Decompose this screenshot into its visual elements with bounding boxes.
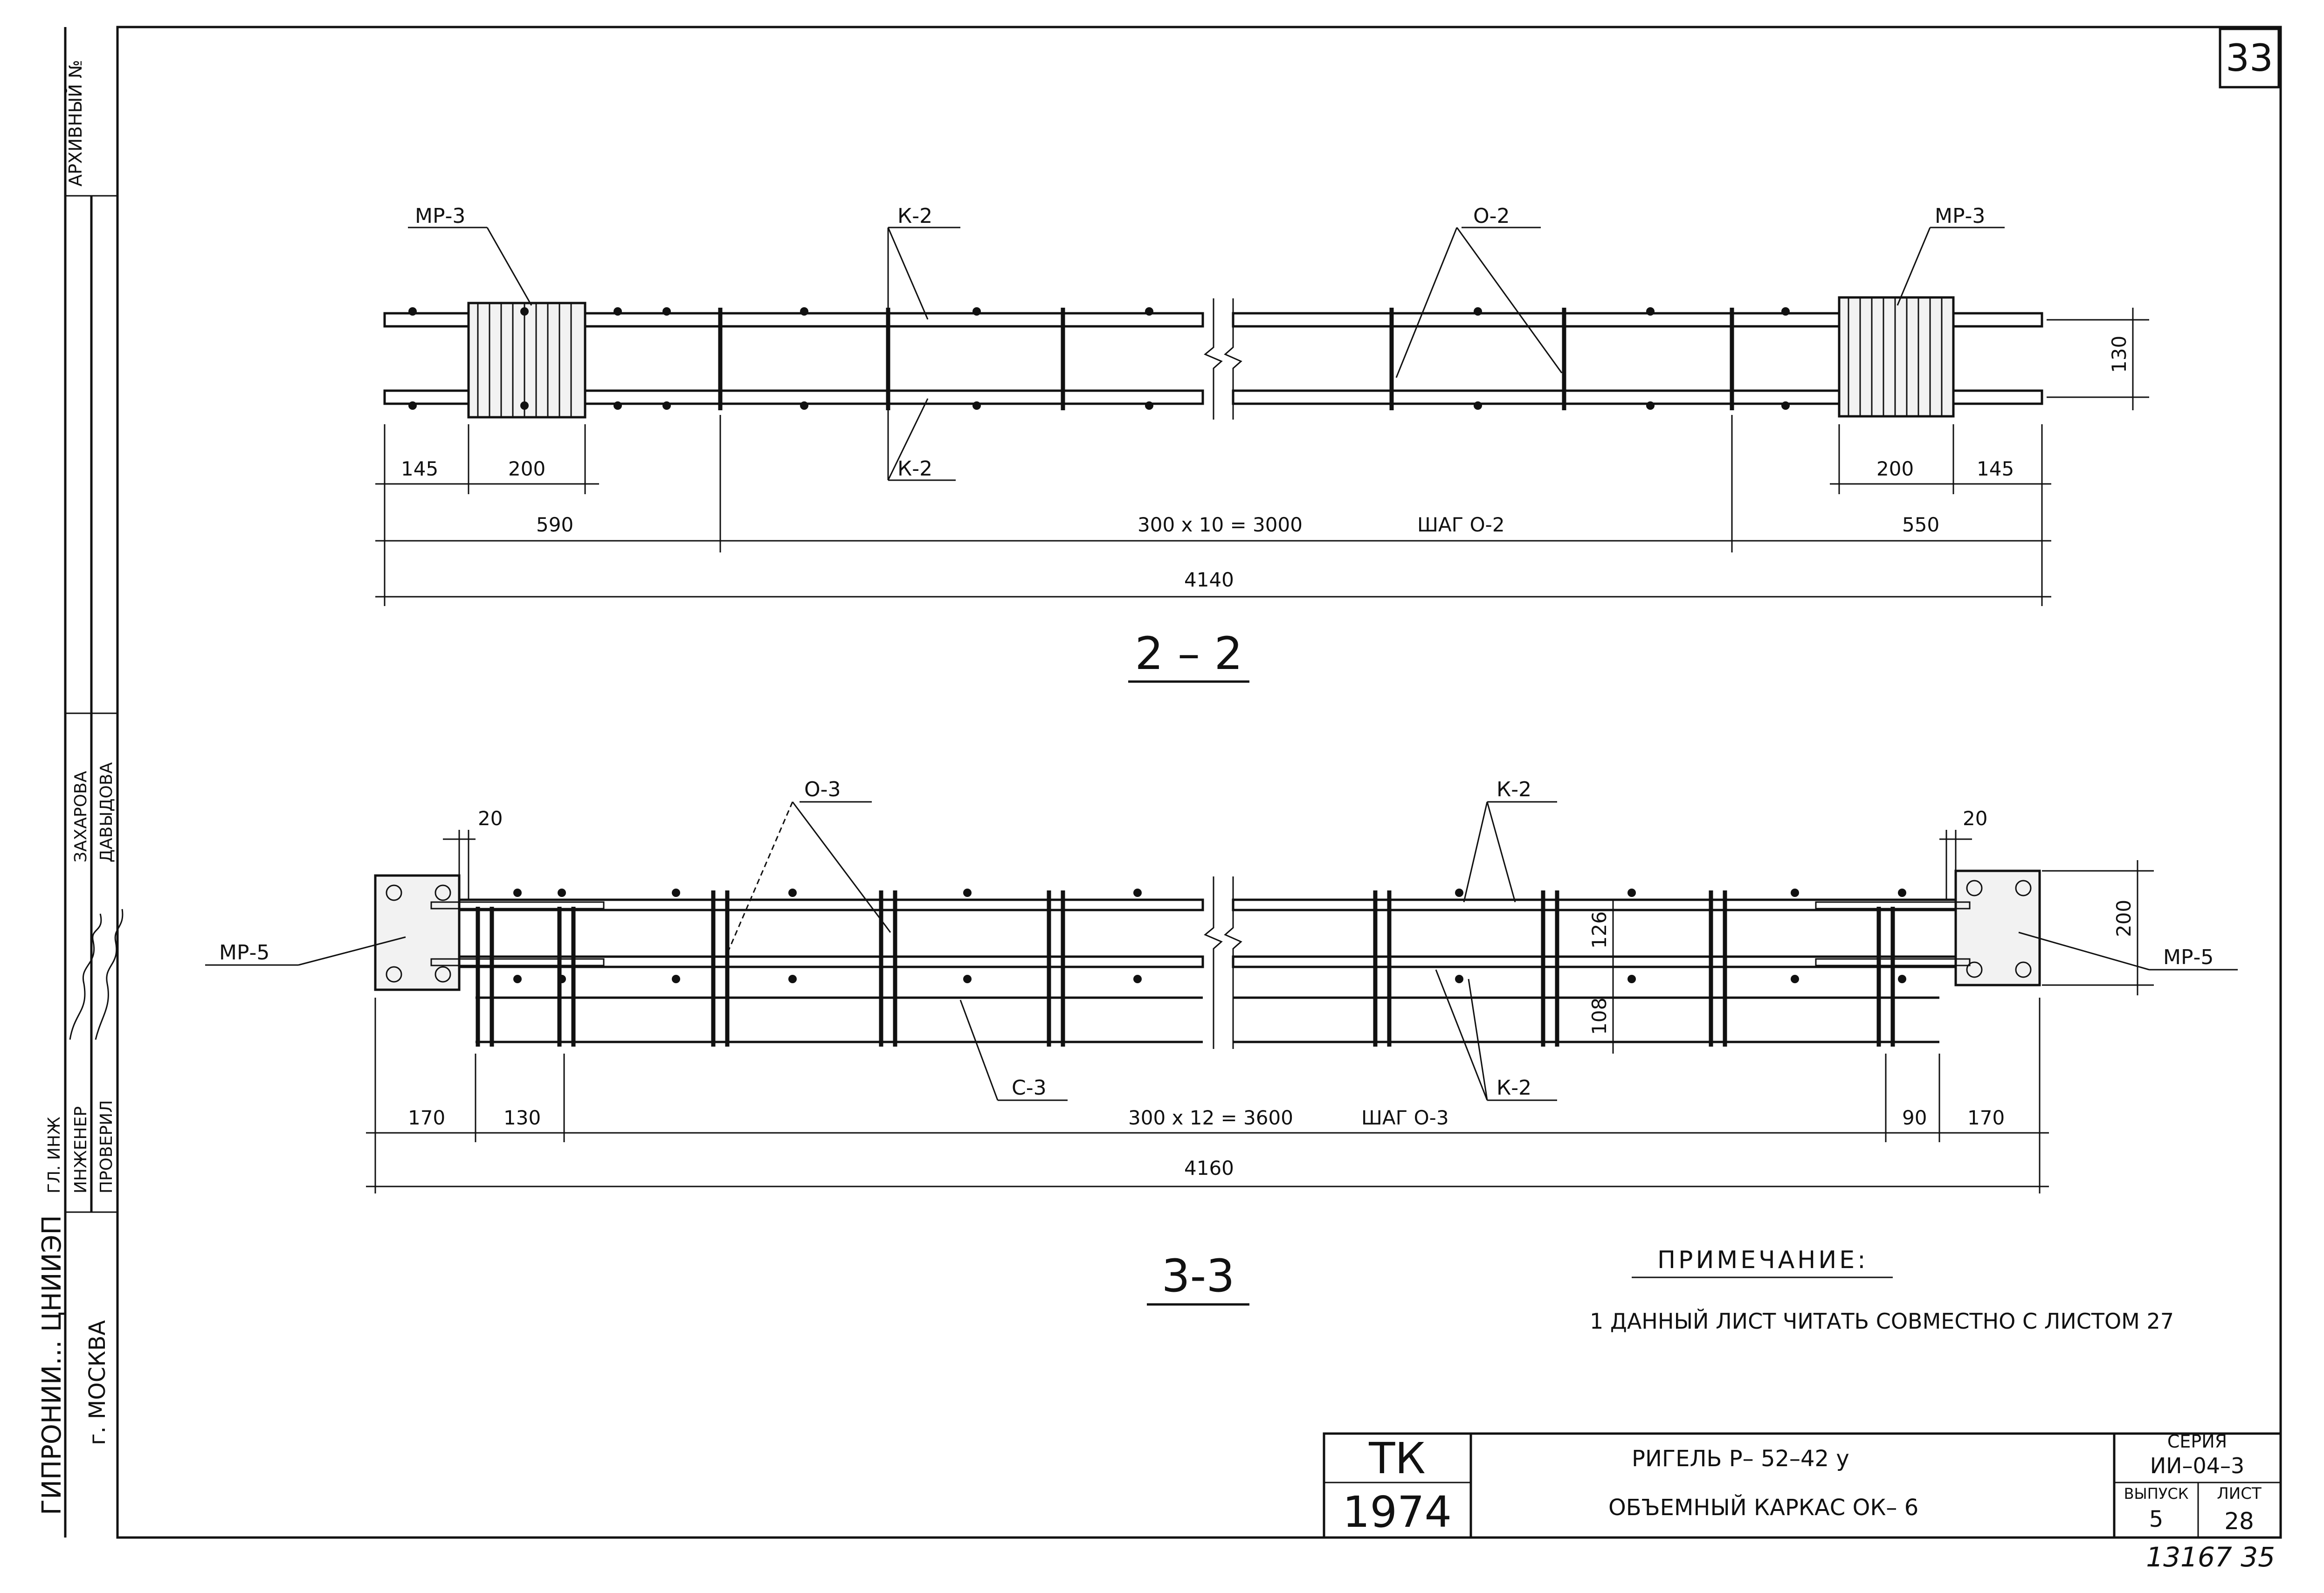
plate-mp3-left [467,302,586,419]
dim-90: 90 [1902,1106,1927,1129]
label-o3: О-3 [804,778,841,801]
label-mp5-right: МР-5 [2163,945,2214,969]
dim-126: 126 [1588,911,1611,949]
label-mp3-left: МР-3 [415,204,465,228]
name-checker: ДАВЫДОВА [97,762,116,862]
section-3-3: 20 20 О-3 К-2 МР-5 МР-5 С-3 К-2 126 108 [205,778,2238,1306]
dim-590: 590 [536,513,573,536]
label-k2-bottom: К-2 [897,457,932,481]
dim-20-right: 20 [1963,807,1987,830]
break-mark [1204,298,1223,420]
dim-4160: 4160 [1184,1157,1234,1179]
break-mark-4 [1224,876,1242,1049]
rebar-dots-3-3 [513,889,1906,983]
role-engineer: ИНЖЕНЕР [71,1106,90,1193]
dim-145-right: 145 [1977,457,2014,480]
dim-4140: 4140 [1184,568,1234,591]
dim-170-right: 170 [1967,1106,2005,1129]
break-mark-3 [1204,876,1223,1049]
dim-130-3-3: 130 [503,1106,541,1129]
dim-550: 550 [1902,513,1939,536]
tk-year: 1974 [1343,1487,1452,1537]
note: ПРИМЕЧАНИЕ: 1 ДАННЫЙ ЛИСТ ЧИТАТЬ СОВМЕСТ… [1590,1246,2174,1334]
list-value: 28 [2224,1508,2254,1535]
label-k2-bottom-3-3: К-2 [1496,1076,1531,1100]
document-number: 13167 35 [2146,1541,2275,1573]
label-mp3-right: МР-3 [1935,204,1985,228]
left-stamp-strip: АРХИВНЫЙ № ГИПРОНИИ... ЦНИИЭП г. МОСКВА … [37,27,124,1538]
section-title-3-3: 3-3 [1162,1250,1235,1302]
sheet-number: 33 [2226,36,2273,80]
signature-engineer [69,913,102,1040]
label-k2-top-3-3: К-2 [1496,778,1531,801]
title-block: ТК 1974 РИГЕЛЬ Р– 52–42 у ОБЪЕМНЫЙ КАРКА… [1323,1431,2282,1539]
section-title-2-2: 2 – 2 [1135,628,1242,680]
drawing-name-1: РИГЕЛЬ Р– 52–42 у [1632,1446,1849,1472]
label-c3: С-3 [1012,1076,1047,1100]
issue-value: 5 [2149,1506,2164,1532]
signature-checker [95,909,124,1040]
note-title: ПРИМЕЧАНИЕ: [1657,1246,1869,1274]
city-name: г. МОСКВА [84,1320,110,1445]
organization-name: ГИПРОНИИ... ЦНИИЭП [37,1215,67,1515]
role-chief-engineer: ГЛ. ИНЖ [45,1117,64,1193]
dim-200-right: 200 [1876,457,1914,480]
plate-mp5-right [1954,869,2041,986]
label-mp5-left: МР-5 [219,941,269,965]
section-2-2: МР-3 К-2 О-2 МР-3 К-2 130 145 200 200 [375,204,2149,683]
archive-number-label: АРХИВНЫЙ № [65,60,86,186]
label-k2-top: К-2 [897,204,932,228]
role-checked: ПРОВЕРИЛ [97,1100,116,1193]
dim-170-left: 170 [408,1106,445,1129]
bar-bottom-left [383,389,1204,405]
stirrups-3-3 [476,890,1895,1047]
series-value: ИИ–04–3 [2150,1453,2245,1478]
sheet-frame [116,26,2282,1539]
name-engineer: ЗАХАРОВА [71,771,90,862]
dim-20-left: 20 [478,807,503,830]
dim-130: 130 [2108,336,2131,373]
dim-145-left: 145 [401,457,438,480]
dim-step-2-2: ШАГ О-2 [1417,513,1505,536]
tk-code: ТК [1368,1434,1426,1483]
plate-mp3-right [1838,296,1955,418]
bar-top-left [383,312,1204,328]
note-line-1: 1 ДАННЫЙ ЛИСТ ЧИТАТЬ СОВМЕСТНО С ЛИСТОМ … [1590,1309,2174,1334]
break-mark-2 [1224,298,1242,420]
dim-108: 108 [1588,998,1611,1035]
series-label: СЕРИЯ [2167,1431,2227,1452]
dim-200-3-3: 200 [2112,900,2135,937]
drawing-name-2: ОБЪЕМНЫЙ КАРКАС ОК– 6 [1608,1494,1918,1521]
dim-pitch-2-2: 300 х 10 = 3000 [1138,513,1303,536]
sheet-number-box [2219,28,2280,89]
rebar-dots-2-2 [408,307,1790,410]
issue-label: ВЫПУСК [2124,1485,2189,1503]
label-o2: О-2 [1473,204,1510,228]
bar-mid-left [458,955,1204,968]
list-label: ЛИСТ [2217,1484,2262,1503]
dim-step-3-3: ШАГ О-3 [1361,1106,1449,1129]
plate-mp5-left [374,874,461,991]
dim-200-left: 200 [508,457,545,480]
bar-upper-left [458,898,1204,911]
dim-pitch-3-3: 300 х 12 = 3600 [1128,1106,1293,1129]
